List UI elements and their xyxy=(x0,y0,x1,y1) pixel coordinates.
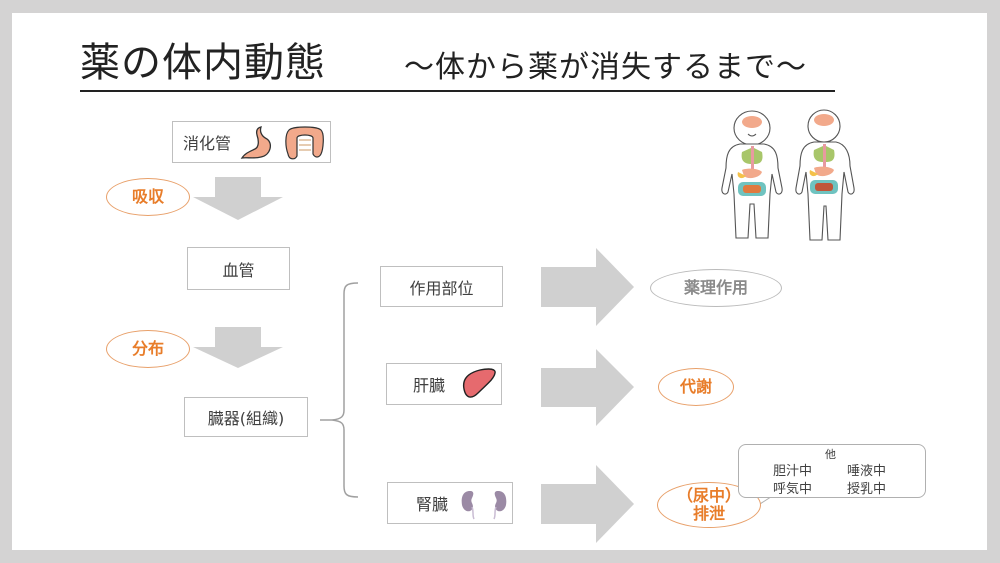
liver-icon xyxy=(462,368,496,398)
callout-item: 胆汁中 xyxy=(773,464,813,479)
excretion-line1: （尿中） xyxy=(676,486,741,505)
callout-item: 呼気中 xyxy=(773,482,813,497)
branch-brace xyxy=(320,282,359,498)
node-digestive-tract: 消化管 xyxy=(172,121,331,163)
callout-header: 他 xyxy=(825,448,836,461)
kidney-icon xyxy=(461,491,507,520)
node-liver-label: 肝臓 xyxy=(413,376,446,395)
excretion-callout: 他 胆汁中 唾液中 呼気中 授乳中 xyxy=(738,444,926,498)
slide-title: 薬の体内動態 xyxy=(80,40,326,86)
node-kidney: 腎臓 xyxy=(387,482,513,524)
node-organ-tissue: 臓器(組織) xyxy=(184,397,308,437)
callout-item: 授乳中 xyxy=(847,482,887,497)
excretion-line2: 排泄 xyxy=(692,504,725,523)
right-arrow-metabolism xyxy=(541,349,634,426)
stomach-icon xyxy=(240,126,272,159)
node-blood-vessel: 血管 xyxy=(187,247,290,290)
callout-item: 唾液中 xyxy=(847,464,887,479)
process-metabolism: 代謝 xyxy=(658,368,734,406)
node-site-of-action: 作用部位 xyxy=(380,266,503,307)
node-liver: 肝臓 xyxy=(386,363,502,405)
right-arrow-action xyxy=(541,248,634,326)
title-underline xyxy=(80,90,835,92)
process-distribution: 分布 xyxy=(106,330,190,368)
node-digestive-tract-label: 消化管 xyxy=(183,134,232,153)
down-arrow-absorption xyxy=(193,177,283,220)
human-body-organs-icon xyxy=(721,109,855,241)
right-arrow-excretion xyxy=(541,465,634,543)
down-arrow-distribution xyxy=(193,327,283,368)
node-kidney-label: 腎臓 xyxy=(416,495,449,514)
slide-subtitle: ～体から薬が消失するまで～ xyxy=(404,50,807,85)
process-absorption: 吸収 xyxy=(106,178,190,216)
process-pharmacological-action: 薬理作用 xyxy=(650,269,782,307)
intestine-icon xyxy=(285,126,324,160)
